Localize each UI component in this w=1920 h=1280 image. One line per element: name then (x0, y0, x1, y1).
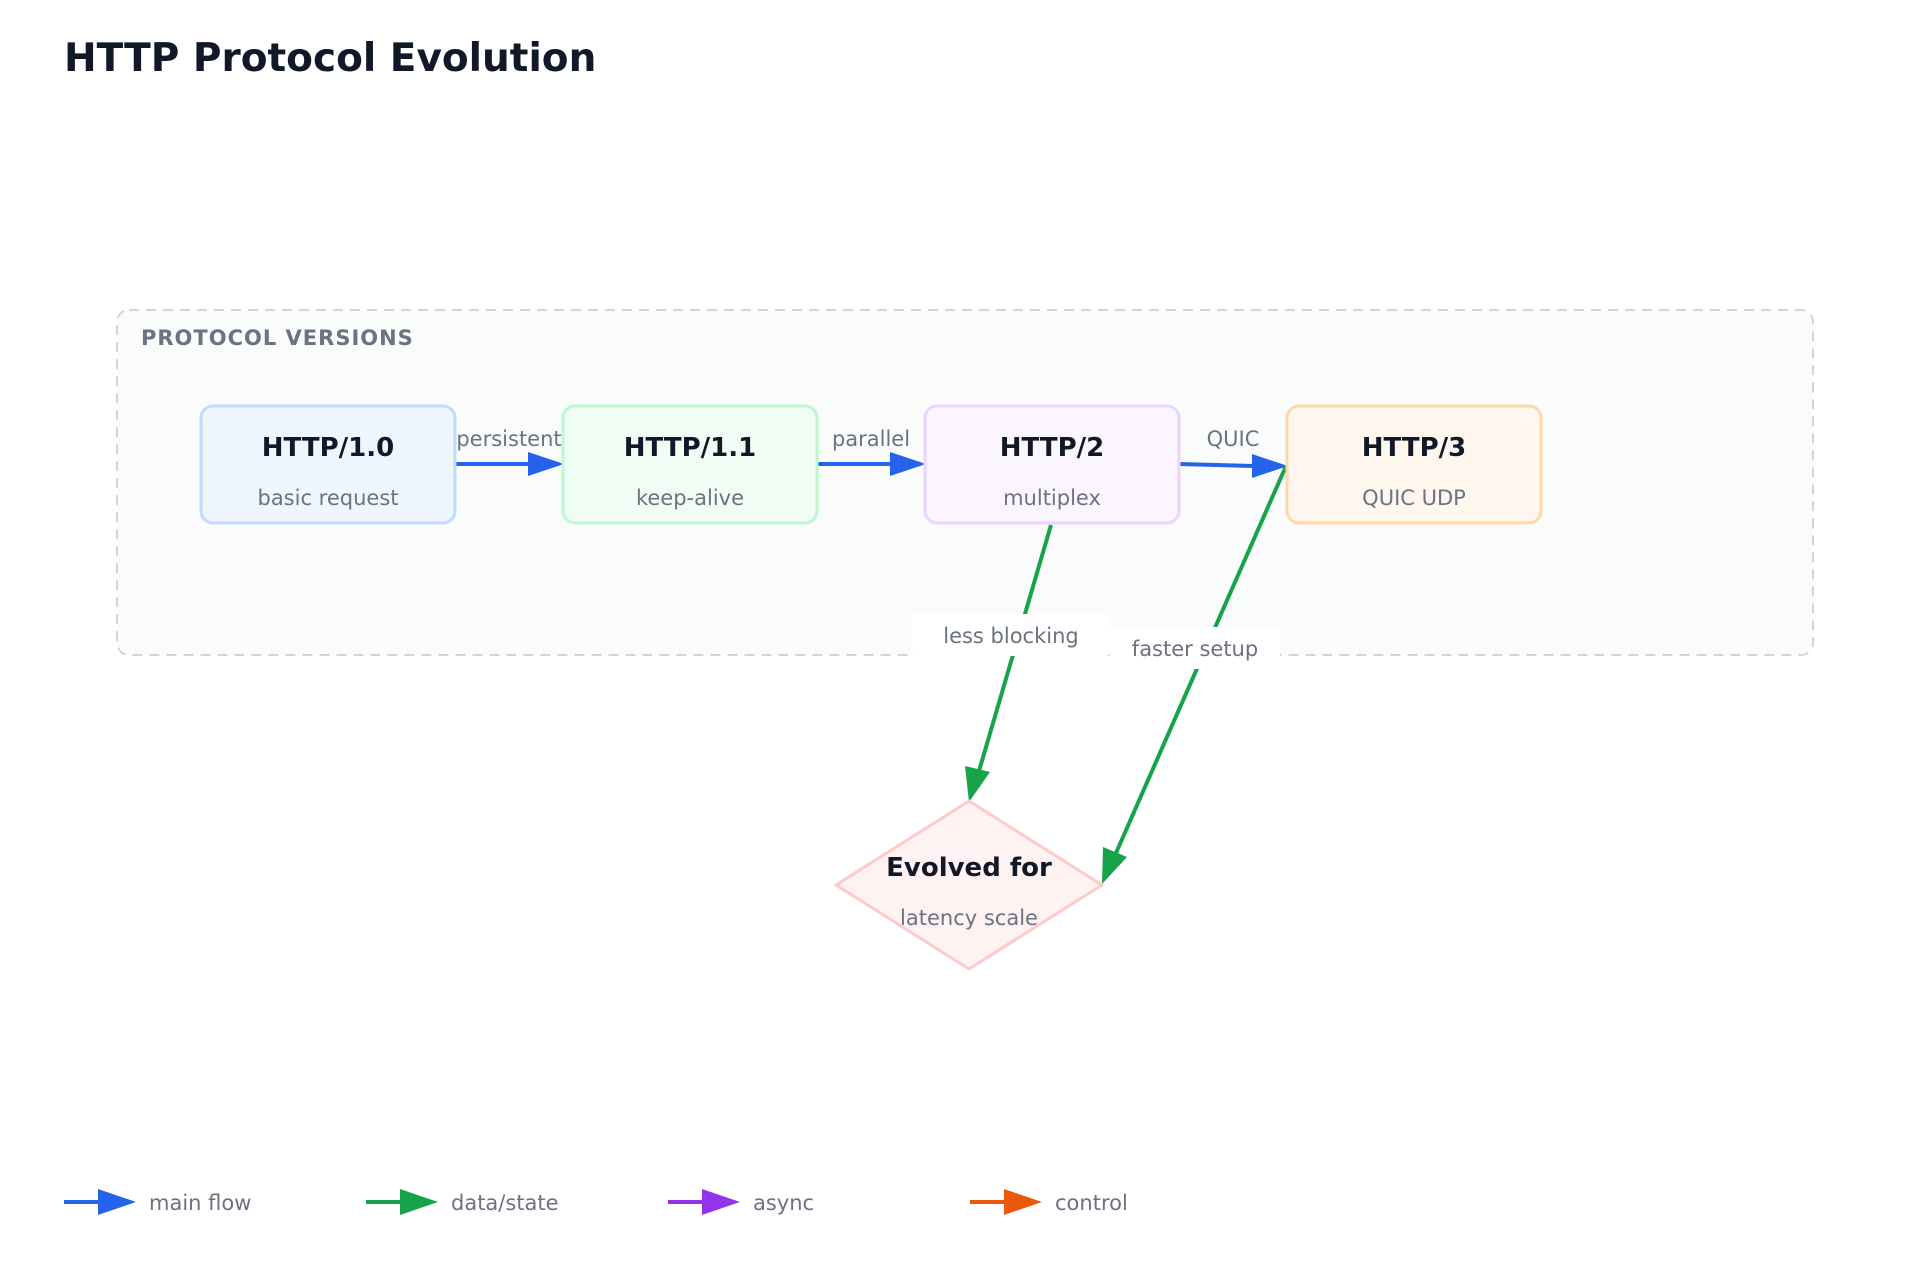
node-box (1285, 404, 1543, 525)
decision-title: Evolved for (886, 853, 1052, 883)
edge-line (1178, 462, 1255, 468)
edge-label-persistent: persistent (456, 427, 561, 451)
node-subtitle: multiplex (1003, 486, 1101, 510)
legend-label: control (1055, 1191, 1128, 1215)
node-http11[interactable]: HTTP/1.1 keep-alive (561, 404, 819, 525)
node-box (561, 404, 819, 525)
node-title: HTTP/3 (1362, 433, 1466, 463)
node-subtitle: QUIC UDP (1362, 486, 1466, 510)
arrowhead (1252, 454, 1288, 478)
edge-quic[interactable] (1178, 454, 1288, 478)
decision-diamond (833, 799, 1105, 971)
decision-subtitle: latency scale (900, 906, 1038, 930)
legend-arrowhead (702, 1189, 740, 1215)
legend-label: data/state (451, 1191, 559, 1215)
page-title: HTTP Protocol Evolution (64, 36, 597, 81)
arrowhead (1102, 847, 1127, 884)
legend-item-async: async (668, 1189, 814, 1215)
arrowhead (890, 452, 926, 476)
legend-label: async (753, 1191, 814, 1215)
node-subtitle: keep-alive (636, 486, 744, 510)
arrowhead (965, 766, 990, 802)
legend-label: main flow (149, 1191, 251, 1215)
node-http2[interactable]: HTTP/2 multiplex (923, 404, 1181, 525)
edge-label-less-blocking: less blocking (943, 624, 1079, 648)
node-http10[interactable]: HTTP/1.0 basic request (199, 404, 457, 525)
node-title: HTTP/1.0 (262, 433, 394, 463)
edge-labels: persistent parallel QUIC less blocking f… (456, 427, 1280, 669)
node-box (199, 404, 457, 525)
legend-arrowhead (98, 1189, 136, 1215)
edge-label-bg (1110, 627, 1280, 669)
legend-arrowhead (400, 1189, 438, 1215)
node-title: HTTP/1.1 (624, 433, 756, 463)
legend: main flow data/state async control (64, 1189, 1128, 1215)
node-box (923, 404, 1181, 525)
edge-label-parallel: parallel (832, 427, 910, 451)
legend-item-main-flow: main flow (64, 1189, 251, 1215)
edge-label-quic: QUIC (1207, 427, 1260, 451)
arrowhead (528, 452, 564, 476)
decision-node[interactable]: Evolved for latency scale (833, 799, 1105, 971)
group-label: PROTOCOL VERSIONS (141, 326, 414, 350)
edge-label-bg (911, 614, 1111, 656)
edge-parallel[interactable] (817, 452, 926, 476)
edge-persistent[interactable] (455, 452, 564, 476)
legend-item-control: control (970, 1189, 1128, 1215)
legend-item-data-state: data/state (366, 1189, 559, 1215)
node-title: HTTP/2 (1000, 433, 1104, 463)
legend-arrowhead (1004, 1189, 1042, 1215)
node-http3[interactable]: HTTP/3 QUIC UDP (1285, 404, 1543, 525)
node-subtitle: basic request (257, 486, 398, 510)
edge-label-faster-setup: faster setup (1132, 637, 1258, 661)
